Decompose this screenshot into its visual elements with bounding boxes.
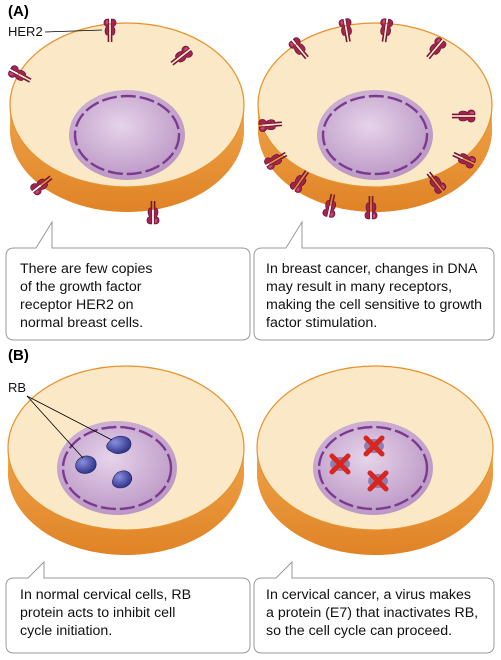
caption-bubble-normal-cervical: In normal cervical cells, RB protein act… [5,560,251,654]
cervical-cancer-cell [256,365,494,555]
rb-protein-icon [106,435,132,454]
nuclear-envelope [317,425,429,511]
breast-cancer-cell [257,17,493,220]
caption-line: In normal cervical cells, RB [20,587,191,603]
caption-bubble-breast-cancer: In breast cancer, changes in DNA may res… [253,220,495,341]
her2-leader-line [44,29,103,33]
caption-line: factor stimulation. [266,315,377,331]
rb-protein-icon [112,470,133,489]
caption-line: making the cell sensitive to growth [266,297,482,313]
caption-line: normal breast cells. [20,315,143,331]
caption-line: of the growth factor [20,279,142,295]
caption-line: There are few copies [20,261,152,277]
nuclear-envelope [61,425,173,511]
rb-label: RB [8,380,26,395]
nucleus [317,90,433,180]
caption-line: so the cell cycle can proceed. [266,623,452,639]
caption-bubble-normal-breast: There are few copies of the growth facto… [5,220,251,341]
caption-line: may result in many receptors, [266,279,452,295]
nucleus [57,421,177,515]
panel-a-letter: (A) [8,3,29,20]
normal-breast-cell [6,18,245,225]
nuclear-envelope [73,94,181,176]
rb-protein-icon [75,455,97,474]
caption-line: a protein (E7) that inactivates RB, [266,605,478,621]
nuclear-envelope [321,94,429,176]
caption-line: protein acts to inhibit cell [20,605,175,621]
caption-line: In breast cancer, changes in DNA [266,261,478,277]
normal-cervical-cell [7,365,245,555]
caption-bubble-cervical-cancer: In cervical cancer, a virus makes a prot… [253,560,495,654]
her2-label: HER2 [8,24,43,39]
caption-line: cycle initiation. [20,623,112,639]
panel-b-letter: (B) [8,347,29,364]
caption-line: In cervical cancer, a virus makes [266,587,471,603]
nucleus [69,90,185,180]
rb-leader-line [26,395,84,459]
caption-line: receptor HER2 on [20,297,134,313]
nucleus [313,421,433,515]
rb-leader-line [26,395,113,441]
